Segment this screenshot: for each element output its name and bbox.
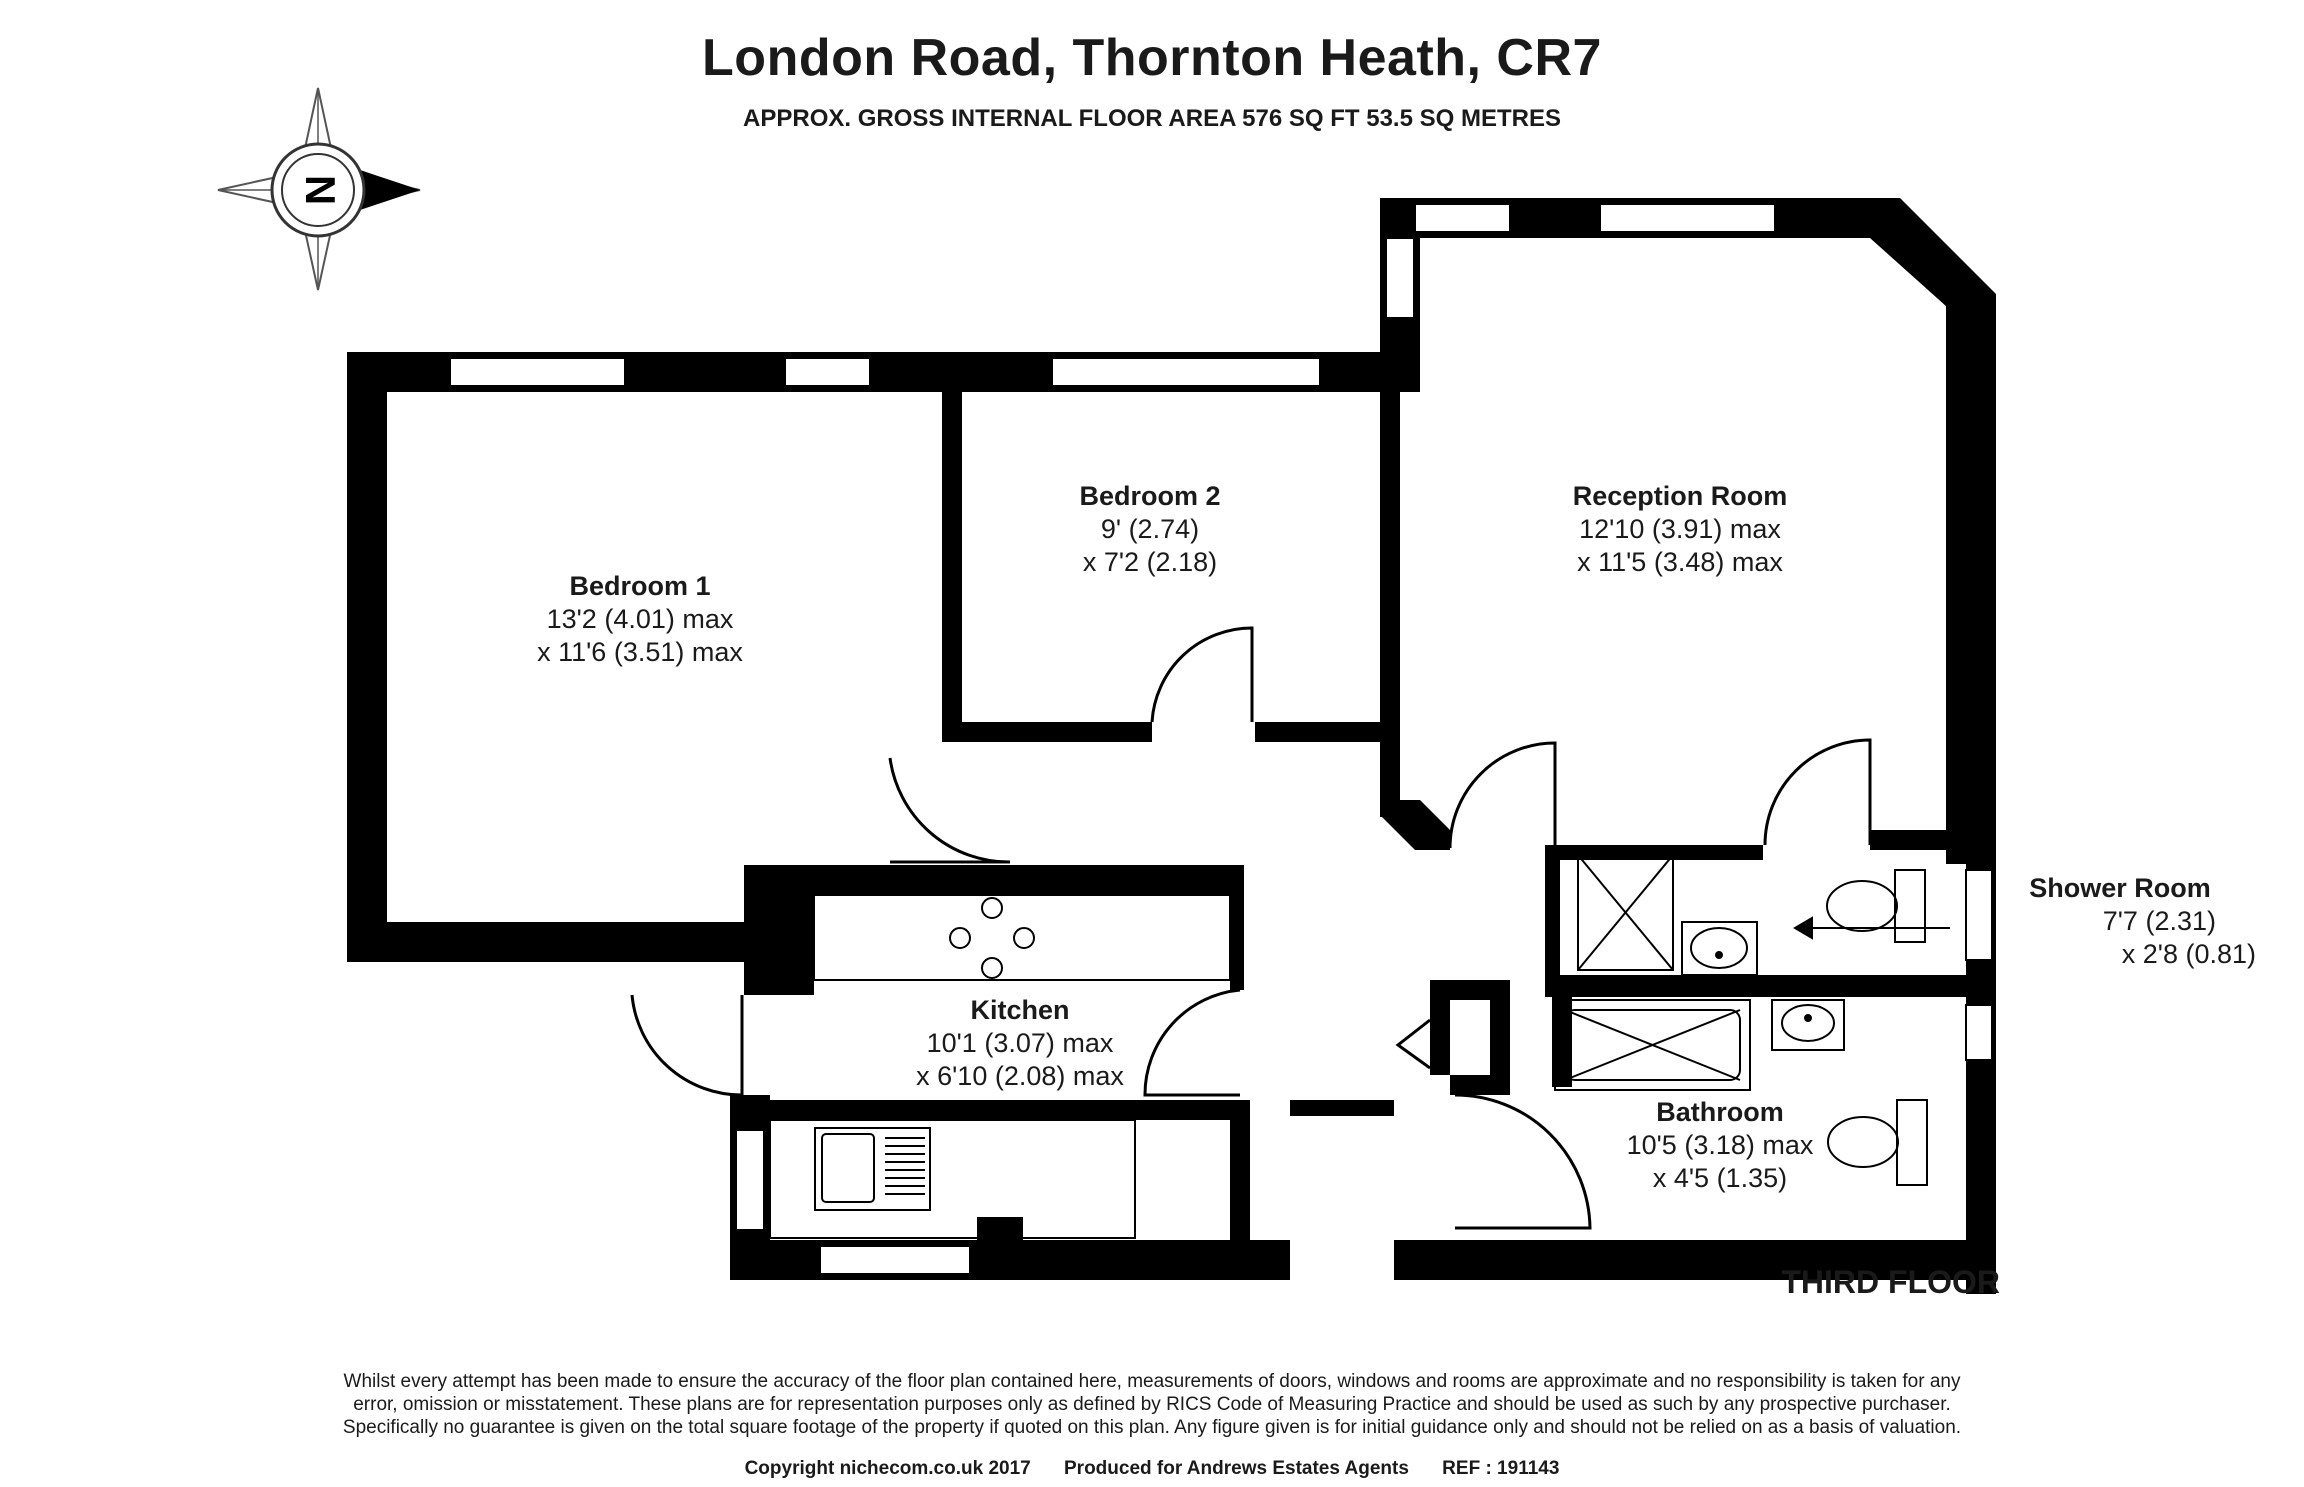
windows [449, 203, 1993, 1275]
shower-tray-icon [1577, 854, 1674, 971]
footer: Copyright nichecom.co.uk 2017 Produced f… [0, 1458, 2304, 1480]
room-dimension: x 4'5 (1.35) [1652, 1163, 1788, 1193]
produced-for-text: Produced for Andrews Estates Agents [1064, 1458, 1409, 1479]
room-name: Kitchen [970, 995, 1070, 1025]
floor-area-subtitle: APPROX. GROSS INTERNAL FLOOR AREA 576 SQ… [743, 105, 1561, 132]
room-dimension: x 7'2 (2.18) [1082, 547, 1218, 577]
room-dimension: 9' (2.74) [1100, 514, 1200, 544]
kitchen-sink-icon [814, 1127, 931, 1211]
room-name: Bathroom [1656, 1097, 1784, 1127]
room-dimension: 7'7 (2.31) [2102, 906, 2216, 936]
kitchen-worktop-lower [769, 1119, 1136, 1239]
room-label-bedroom-1: Bedroom 1 13'2 (4.01) max x 11'6 (3.51) … [460, 570, 820, 669]
walls [347, 198, 1996, 1294]
room-dimension: 10'5 (3.18) max [1626, 1130, 1814, 1160]
room-label-bathroom: Bathroom 10'5 (3.18) max x 4'5 (1.35) [1570, 1096, 1870, 1195]
room-name: Bedroom 1 [569, 571, 711, 601]
fixtures [769, 854, 1950, 1241]
shower-toilet-icon [1826, 869, 1926, 943]
room-label-shower-room: Shower Room 7'7 (2.31) x 2'8 (0.81) [1980, 872, 2260, 971]
room-dimension: x 11'5 (3.48) max [1577, 547, 1783, 577]
disclaimer-line: Whilst every attempt has been made to en… [343, 1371, 1961, 1392]
room-label-bedroom-2: Bedroom 2 9' (2.74) x 7'2 (2.18) [1000, 480, 1300, 579]
room-dimension: 10'1 (3.07) max [926, 1028, 1114, 1058]
room-name: Bedroom 2 [1079, 481, 1221, 511]
bathroom-toilet-icon [1827, 1099, 1928, 1186]
room-name: Shower Room [2029, 873, 2211, 903]
copyright-text: Copyright nichecom.co.uk 2017 [744, 1458, 1031, 1479]
page-title: London Road, Thornton Heath, CR7 [702, 29, 1602, 87]
kitchen-worktop-upper [813, 894, 1231, 981]
disclaimer: Whilst every attempt has been made to en… [260, 1370, 2044, 1439]
compass-icon: N [217, 87, 421, 291]
bathroom-basin-icon [1771, 999, 1845, 1051]
room-dimension: 13'2 (4.01) max [546, 604, 734, 634]
bath-icon [1554, 999, 1751, 1091]
shower-basin-icon [1681, 921, 1758, 976]
room-label-kitchen: Kitchen 10'1 (3.07) max x 6'10 (2.08) ma… [860, 994, 1180, 1093]
room-label-reception-room: Reception Room 12'10 (3.91) max x 11'5 (… [1500, 480, 1860, 579]
disclaimer-line: Specifically no guarantee is given on th… [342, 1417, 1962, 1438]
pointer-arrow-icon [1793, 916, 1813, 940]
room-dimension: x 11'6 (3.51) max [537, 637, 743, 667]
room-dimension: 12'10 (3.91) max [1579, 514, 1781, 544]
room-dimension: x 6'10 (2.08) max [916, 1061, 1124, 1091]
floor-label: THIRD FLOOR [1781, 1264, 2000, 1300]
hob-icon [949, 897, 1035, 979]
doors [630, 626, 1872, 1230]
boiler-icon [977, 1217, 1023, 1241]
compass-letter: N [297, 175, 344, 205]
reference-text: REF : 191143 [1442, 1458, 1560, 1479]
room-dimension: x 2'8 (0.81) [2121, 939, 2256, 969]
room-name: Reception Room [1572, 481, 1788, 511]
disclaimer-line: error, omission or misstatement. These p… [353, 1394, 1951, 1415]
